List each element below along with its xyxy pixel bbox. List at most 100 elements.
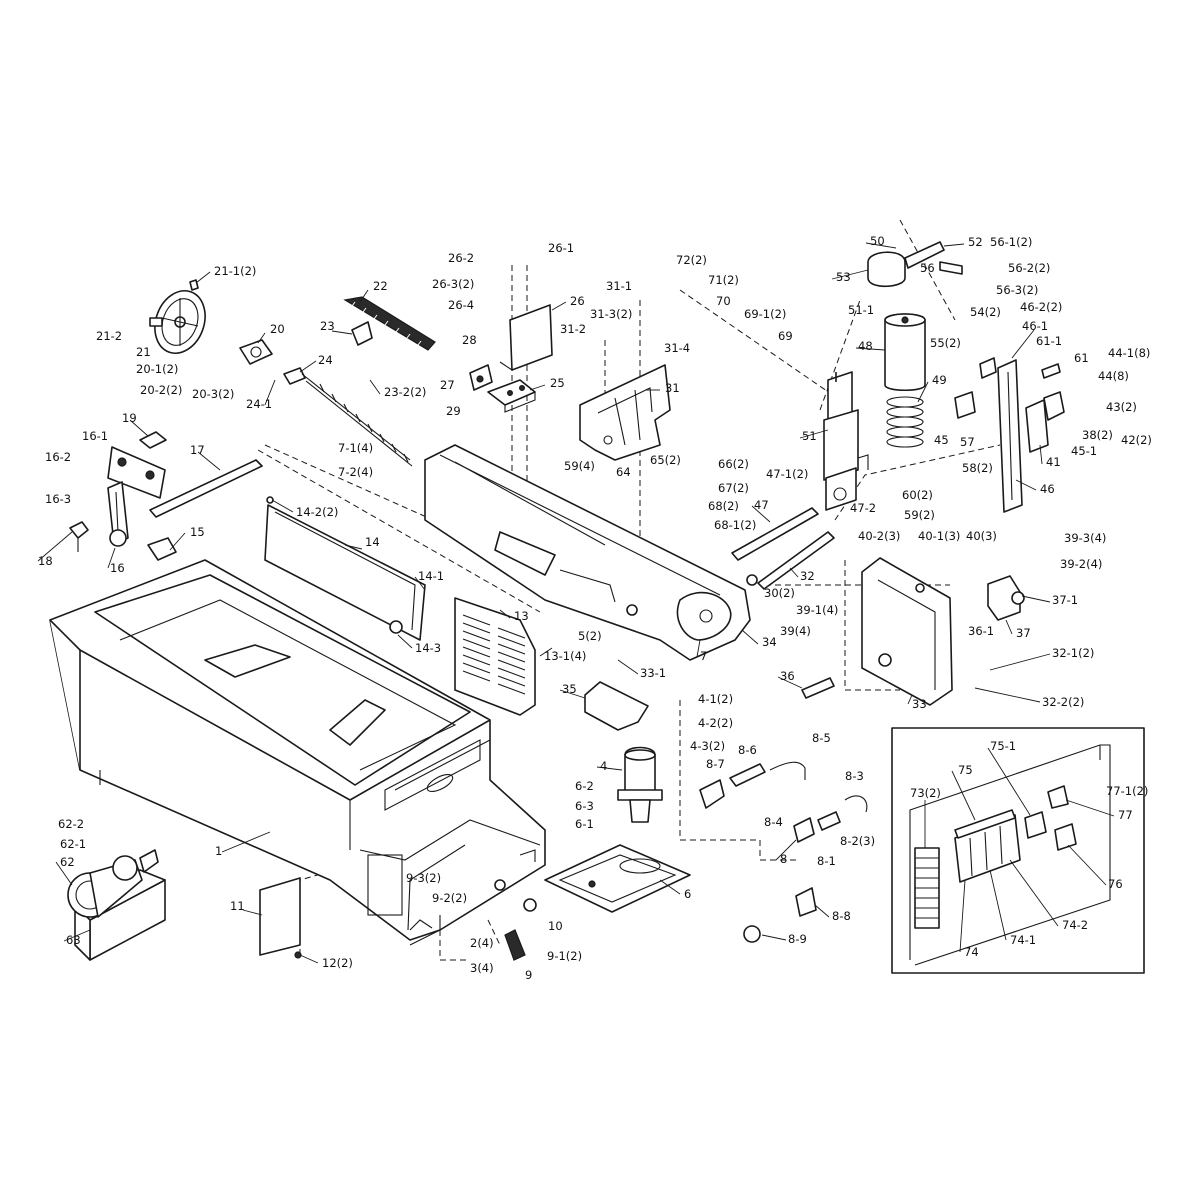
part-label: 36-1 bbox=[968, 624, 994, 638]
blade-guide bbox=[579, 364, 671, 461]
support-rod bbox=[149, 459, 263, 518]
leader-lines bbox=[37, 242, 1115, 964]
valve-assembly bbox=[867, 241, 963, 288]
part-label: 9-1(2) bbox=[547, 949, 582, 963]
part-label: 39(4) bbox=[780, 624, 811, 638]
coolant-tray bbox=[544, 844, 691, 913]
part-label: 51-1 bbox=[848, 303, 874, 317]
motor bbox=[67, 849, 166, 961]
part-label: 20-2(2) bbox=[140, 383, 182, 397]
part-label: 75-1 bbox=[990, 739, 1016, 753]
part-label: 44-1(8) bbox=[1108, 346, 1150, 360]
part-label: 20 bbox=[270, 322, 285, 336]
base-cabinet bbox=[49, 559, 546, 946]
part-label: 8 bbox=[780, 852, 787, 866]
part-label: 48 bbox=[858, 339, 873, 353]
part-label: 16-2 bbox=[45, 450, 71, 464]
part-label: 20-3(2) bbox=[192, 387, 234, 401]
part-label: 16-1 bbox=[82, 429, 108, 443]
part-label: 8-8 bbox=[832, 909, 851, 923]
part-label: 21-2 bbox=[96, 329, 122, 343]
part-label: 56-3(2) bbox=[996, 283, 1038, 297]
support-bracket bbox=[107, 431, 167, 547]
saw-bow-arm bbox=[424, 444, 751, 661]
part-label: 13-1(4) bbox=[544, 649, 586, 663]
part-label: 32-1(2) bbox=[1052, 646, 1094, 660]
part-label: 53 bbox=[836, 270, 851, 284]
part-label: 45 bbox=[934, 433, 949, 447]
electrical-inset bbox=[891, 727, 1145, 974]
part-label: 49 bbox=[932, 373, 947, 387]
part-label: 65(2) bbox=[650, 453, 681, 467]
part-label: 8-9 bbox=[788, 932, 807, 946]
part-label: 77-1(2) bbox=[1106, 784, 1148, 798]
part-label: 70 bbox=[716, 294, 731, 308]
handwheel bbox=[149, 279, 206, 354]
part-label: 10 bbox=[548, 919, 563, 933]
part-label: 27 bbox=[440, 378, 455, 392]
part-label: 26-1 bbox=[548, 241, 574, 255]
bearing-block bbox=[239, 339, 273, 365]
part-label: 59(2) bbox=[904, 508, 935, 522]
part-label: 22 bbox=[373, 279, 388, 293]
part-label: 76 bbox=[1108, 877, 1123, 891]
part-label: 8-1 bbox=[817, 854, 836, 868]
transformer-76 bbox=[1054, 823, 1077, 851]
part-label: 7-1(4) bbox=[338, 441, 373, 455]
part-label: 26-4 bbox=[448, 298, 474, 312]
part-label: 62-2 bbox=[58, 817, 84, 831]
part-label: 8-2(3) bbox=[840, 834, 875, 848]
pivot-shafts bbox=[731, 507, 835, 699]
part-label: 31 bbox=[665, 381, 680, 395]
part-label: 15 bbox=[190, 525, 205, 539]
part-label: 56-1(2) bbox=[990, 235, 1032, 249]
part-label: 39-2(4) bbox=[1060, 557, 1102, 571]
part-label: 40-2(3) bbox=[858, 529, 900, 543]
vise-jaw bbox=[987, 575, 1025, 621]
part-label: 37-1 bbox=[1052, 593, 1078, 607]
part-label: 41 bbox=[1046, 455, 1061, 469]
part-label: 4-2(2) bbox=[698, 716, 733, 730]
part-label: 14-3 bbox=[415, 641, 441, 655]
part-label: 6-2 bbox=[575, 779, 594, 793]
part-label: 61 bbox=[1074, 351, 1089, 365]
part-label: 72(2) bbox=[676, 253, 707, 267]
bracket bbox=[487, 379, 536, 413]
part-label: 46 bbox=[1040, 482, 1055, 496]
part-label: 28 bbox=[462, 333, 477, 347]
vent-panel bbox=[454, 597, 536, 716]
relay-75 bbox=[1024, 811, 1047, 839]
part-label: 45-1 bbox=[1071, 444, 1097, 458]
part-label: 26-3(2) bbox=[432, 277, 474, 291]
part-label: 29 bbox=[446, 404, 461, 418]
part-label: 63 bbox=[66, 933, 81, 947]
part-label: 74-2 bbox=[1062, 918, 1088, 932]
part-label: 24-1 bbox=[246, 397, 272, 411]
part-label: 17 bbox=[190, 443, 205, 457]
part-label: 12(2) bbox=[322, 956, 353, 970]
part-label: 71(2) bbox=[708, 273, 739, 287]
terminal-block-73 bbox=[914, 847, 940, 929]
part-label: 68(2) bbox=[708, 499, 739, 513]
part-label: 62 bbox=[60, 855, 75, 869]
part-label: 47-2 bbox=[850, 501, 876, 515]
part-label: 59(4) bbox=[564, 459, 595, 473]
part-label: 14-1 bbox=[418, 569, 444, 583]
part-label: 37 bbox=[1016, 626, 1031, 640]
part-label: 32-2(2) bbox=[1042, 695, 1084, 709]
slide-bar bbox=[954, 357, 1065, 513]
part-label: 18 bbox=[38, 554, 53, 568]
knob-15 bbox=[147, 537, 177, 561]
rack bbox=[343, 296, 436, 351]
part-label: 75 bbox=[958, 763, 973, 777]
part-label: 21-1(2) bbox=[214, 264, 256, 278]
pump-bracket-35 bbox=[584, 681, 649, 731]
part-label: 1 bbox=[215, 844, 222, 858]
part-label: 55(2) bbox=[930, 336, 961, 350]
part-label: 9 bbox=[525, 968, 532, 982]
switch-77 bbox=[1047, 785, 1069, 809]
part-label: 7 bbox=[700, 649, 707, 663]
assembly-guide-lines bbox=[257, 219, 1001, 961]
part-label: 8-7 bbox=[706, 757, 725, 771]
part-label: 14 bbox=[365, 535, 380, 549]
